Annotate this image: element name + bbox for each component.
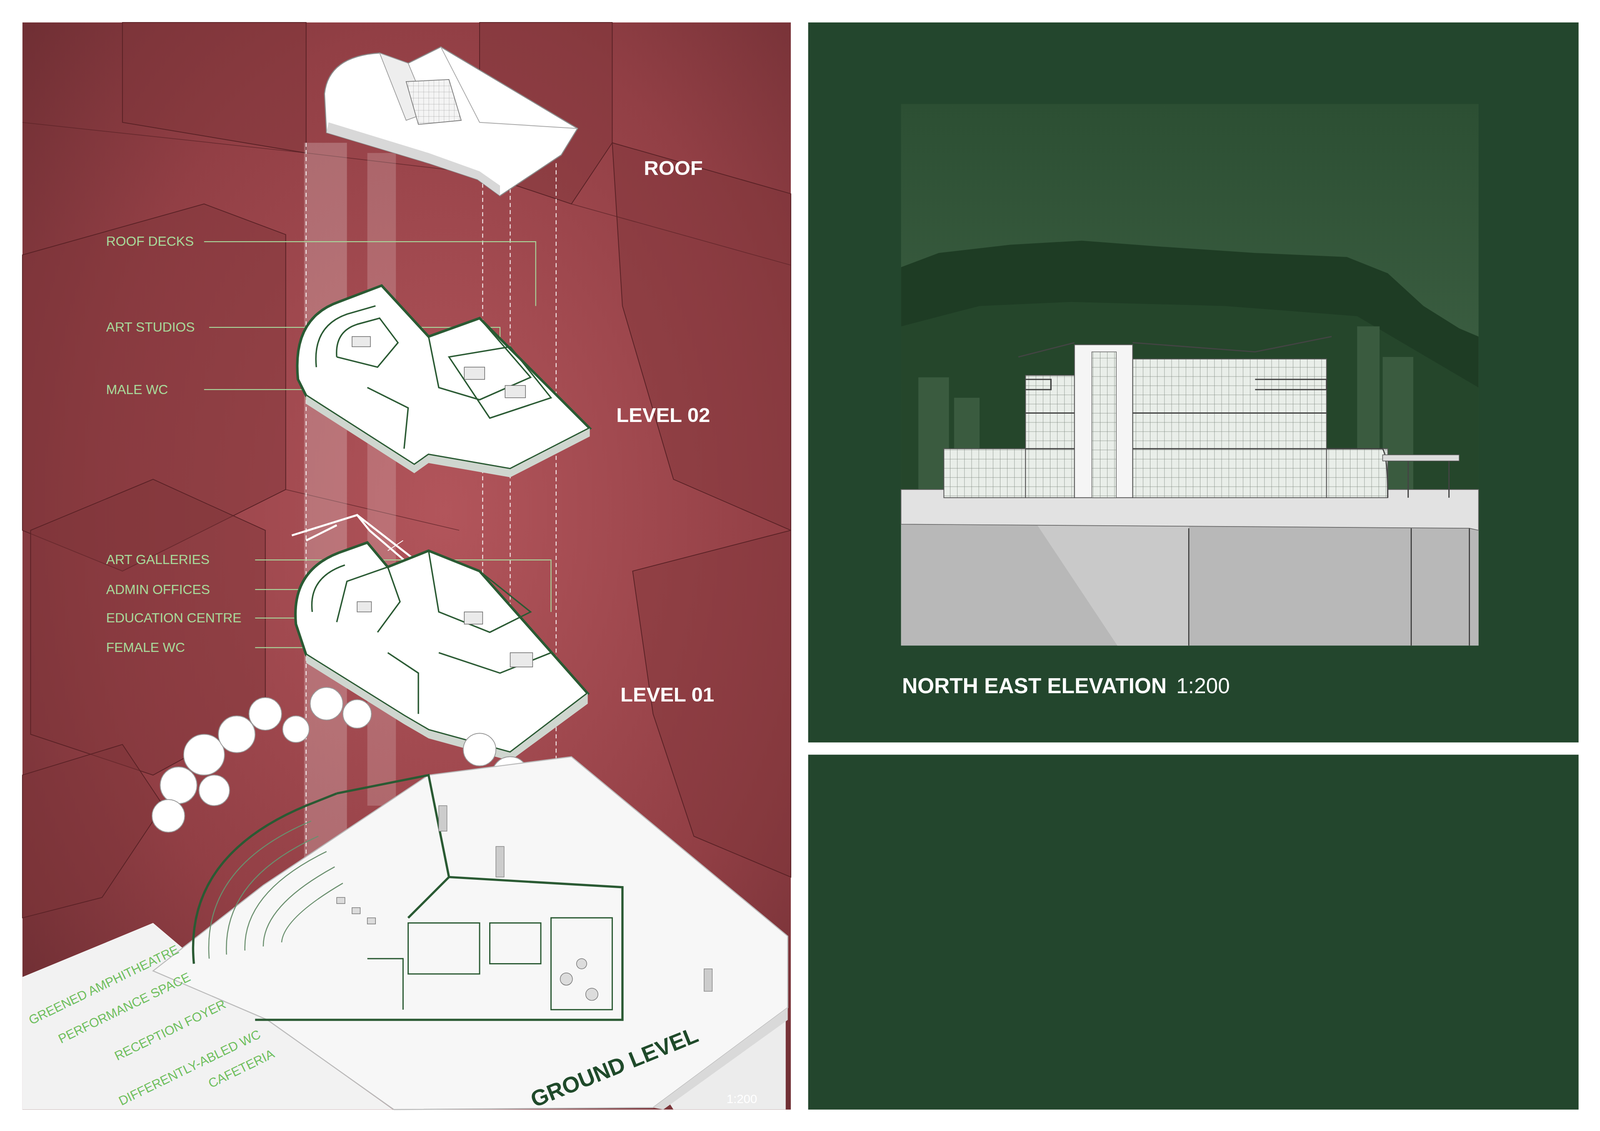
room-label: EDUCATION CENTRE bbox=[106, 611, 242, 626]
scale-note: 1:200 bbox=[1176, 673, 1230, 698]
room-label: ART STUDIOS bbox=[106, 320, 195, 335]
room-label: FEMALE WC bbox=[106, 640, 185, 656]
room-label: ART GALLERIES bbox=[106, 552, 210, 568]
room-label: ROOF DECKS bbox=[106, 234, 194, 250]
level-title: LEVEL 02 bbox=[616, 404, 710, 427]
scale-note: 1:200 bbox=[726, 1092, 758, 1106]
level-title: ROOF bbox=[643, 157, 703, 180]
level-title: LEVEL 01 bbox=[620, 683, 715, 707]
room-label: ADMIN OFFICES bbox=[106, 582, 210, 598]
room-label: MALE WC bbox=[106, 382, 169, 398]
drawing-title: NORTH EAST ELEVATION bbox=[902, 673, 1167, 698]
